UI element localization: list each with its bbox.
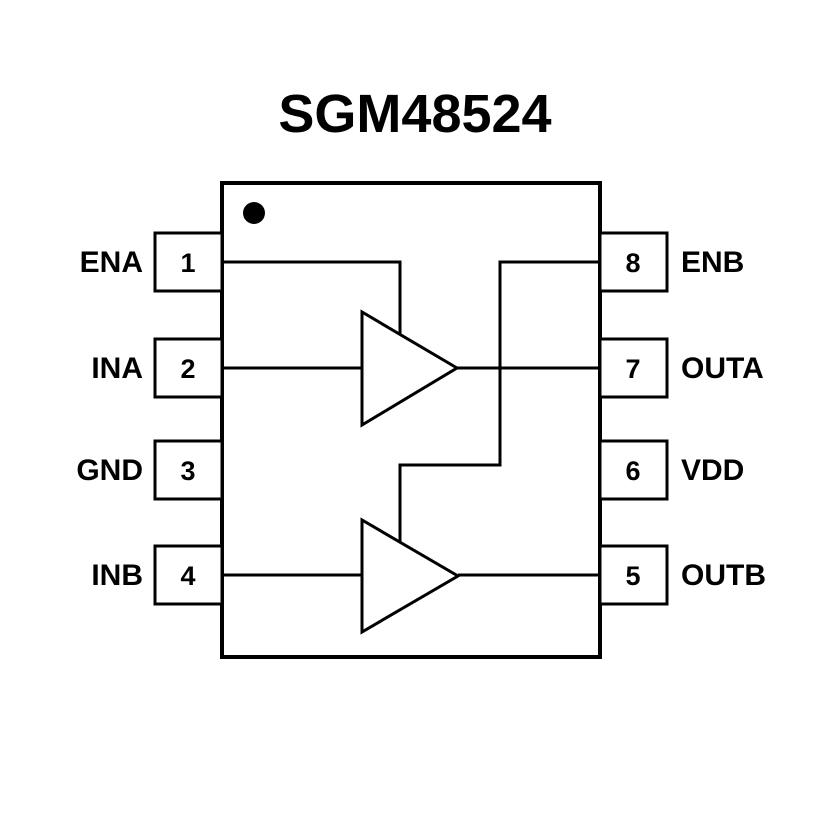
buffer-b-symbol [360, 517, 461, 635]
buffer-a-symbol [360, 309, 460, 428]
pin-box-6 [598, 439, 669, 501]
pin-label-enb: ENB [681, 246, 744, 279]
enb-enable-wire [398, 260, 600, 542]
pin-number-3: 3 [180, 456, 195, 486]
pin-number-6: 6 [625, 456, 640, 486]
pin-box-5 [598, 544, 669, 606]
pin1-indicator-dot [243, 202, 265, 224]
pin-label-ina: INA [91, 352, 143, 385]
pin-number-2: 2 [180, 354, 195, 384]
pin-number-4: 4 [180, 561, 195, 591]
ena-enable-wire [222, 260, 402, 335]
pin-box-3 [153, 439, 224, 501]
pin-label-outa: OUTA [681, 352, 764, 385]
pin-box-8 [598, 231, 669, 293]
pin-label-vdd: VDD [681, 454, 744, 487]
pin-number-1: 1 [180, 248, 195, 278]
page-title: SGM48524 [278, 84, 551, 144]
pin-number-5: 5 [625, 561, 640, 591]
pin-box-7 [598, 337, 669, 399]
pin-box-1 [153, 231, 224, 293]
pin-label-outb: OUTB [681, 559, 766, 592]
pin-number-7: 7 [625, 354, 640, 384]
pin-label-ena: ENA [80, 246, 143, 279]
pin-label-inb: INB [91, 559, 143, 592]
pin-box-2 [153, 337, 224, 399]
pin-box-4 [153, 544, 224, 606]
pin-number-8: 8 [625, 248, 640, 278]
pin-label-gnd: GND [76, 454, 143, 487]
